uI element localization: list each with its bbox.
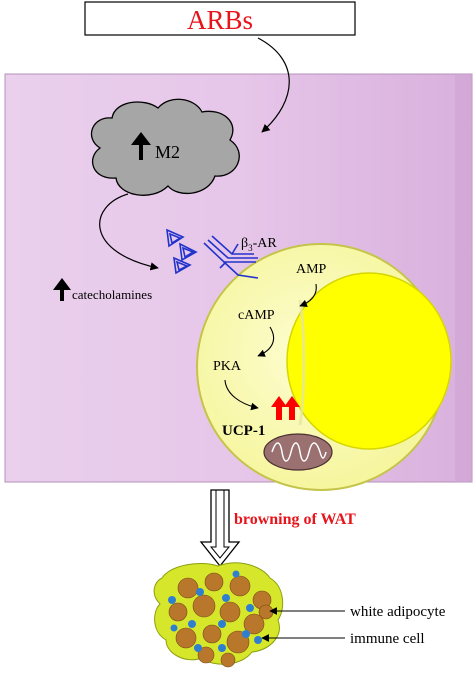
- beta-suffix: -AR: [253, 236, 278, 251]
- immune-cell-label: immune cell: [350, 631, 425, 647]
- m2-to-catecholamine-arrow: [99, 193, 159, 271]
- beta-symbol: β: [241, 236, 248, 251]
- camp-to-pka-arrow: [257, 326, 275, 357]
- amp-to-camp-arrow: [299, 283, 317, 307]
- m2-macrophage: M2: [90, 98, 240, 196]
- immune-cell: [170, 624, 178, 632]
- up-arrow-icon: [131, 132, 151, 160]
- immune-cell: [246, 604, 254, 612]
- immune-cell: [254, 636, 262, 644]
- mitochondrion-icon: [263, 433, 333, 471]
- white-adipocyte-cell: [243, 613, 265, 635]
- white-adipocyte-label: white adipocyte: [350, 604, 446, 620]
- drug-label: ARBs: [187, 5, 253, 35]
- pathway-step-ucp1: UCP-1: [222, 423, 265, 439]
- white-adipocyte-cell: [204, 572, 224, 592]
- white-adipocyte-cell: [258, 604, 274, 620]
- white-adipocyte-cell: [219, 601, 241, 623]
- immune-cell: [218, 644, 226, 652]
- pathway-step-camp: cAMP: [238, 308, 275, 323]
- white-adipocyte-cell: [192, 594, 216, 618]
- svg-text:β3-AR: β3-AR: [241, 236, 277, 253]
- macrophage-cloud-shape: [90, 98, 240, 196]
- immune-cell: [242, 630, 250, 638]
- white-adipocyte-cell: [229, 575, 251, 597]
- pka-to-ucp1-arrow: [224, 379, 259, 411]
- catecholamines-label: catecholamines: [72, 287, 152, 302]
- beta3-ar-label: β3-AR: [241, 236, 277, 253]
- browning-arrow: [199, 489, 241, 568]
- white-adipocyte-cell: [197, 646, 215, 664]
- ucp1-increase: [271, 396, 300, 420]
- white-adipocyte-cell: [220, 652, 236, 668]
- arb-to-m2-arrow: [257, 37, 290, 133]
- drug-header: ARBs: [84, 1, 356, 36]
- adipose-cluster: [153, 562, 284, 668]
- white-adipocyte-cell: [175, 627, 197, 649]
- tissue-edge-right: [455, 74, 472, 482]
- immune-cell: [168, 596, 176, 604]
- immune-cell: [188, 620, 196, 628]
- beta-subscript: 3: [248, 243, 253, 253]
- catecholamines-increase: catecholamines: [53, 278, 152, 302]
- white-adipocyte-cell: [177, 577, 199, 599]
- receptor-icon: [203, 235, 259, 279]
- pathway-step-amp: AMP: [296, 262, 327, 277]
- pathway-step-pka: PKA: [213, 359, 242, 374]
- up-arrow-icon: [271, 396, 287, 420]
- immune-cell: [232, 570, 240, 578]
- outcome-label: browning of WAT: [234, 511, 356, 528]
- nucleus-highlight: [298, 299, 306, 426]
- up-arrow-icon: [53, 278, 71, 301]
- m2-label: M2: [155, 142, 180, 162]
- nucleus: [286, 272, 452, 450]
- immune-cell: [194, 644, 202, 652]
- white-adipocyte-cell: [168, 602, 188, 622]
- up-arrow-icon: [284, 396, 300, 420]
- white-adipocyte-cell: [202, 624, 222, 644]
- immune-cell: [196, 588, 204, 596]
- drug-header-box: [84, 1, 356, 36]
- immune-cell: [222, 594, 230, 602]
- immune-cell: [218, 620, 226, 628]
- adipocyte-cell: [196, 243, 452, 491]
- ligand-triangles-icon: [166, 228, 198, 275]
